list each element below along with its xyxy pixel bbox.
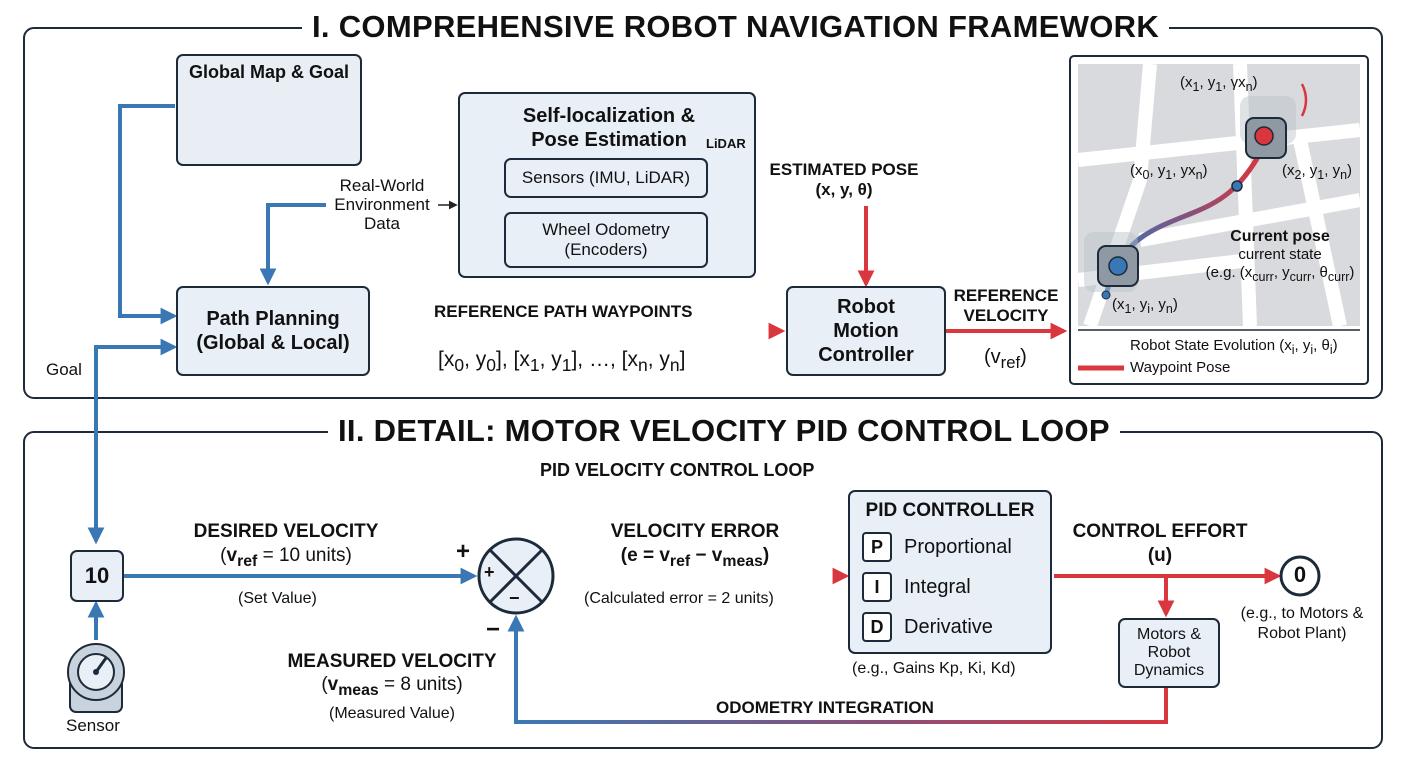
reference-velocity-label: REFERENCE VELOCITY (953, 286, 1059, 325)
control-effort-block: CONTROL EFFORT (u) (1070, 520, 1250, 568)
velocity-error-note: (Calculated error = 2 units) (584, 590, 774, 607)
legend-state-label: Robot State Evolution (xi, yi, θi) (1130, 337, 1338, 357)
robot-start-icon (1084, 232, 1139, 300)
control-effort-label: CONTROL EFFORT (1072, 521, 1248, 542)
goal-label: Goal (46, 360, 82, 379)
set-value-node: 10 (70, 550, 124, 602)
pid-title: PID CONTROLLER (865, 500, 1035, 521)
measured-velocity-formula: (vmeas = 8 units) (321, 674, 463, 699)
current-state-example: (e.g. (xcurr, ycurr, θcurr) (1205, 264, 1355, 284)
map-to-planning-arrow (118, 104, 178, 325)
measured-velocity-label: MEASURED VELOCITY (287, 651, 497, 672)
motion-controller-box: Robot Motion Controller (786, 286, 946, 376)
sensor-gauge-icon (67, 643, 125, 713)
measured-velocity-note: (Measured Value) (329, 704, 455, 722)
real-world-label: Real-World Environment Data (334, 176, 430, 233)
pid-letter-i: I (862, 572, 892, 602)
robot-current-icon (1231, 83, 1308, 192)
sensors-box: Sensors (IMU, LiDAR) (504, 158, 708, 198)
desired-velocity-formula: (vref = 10 units) (220, 545, 352, 570)
feedback-loop-arrow (507, 614, 1168, 724)
pid-letter-p: P (862, 532, 892, 562)
lidar-label: LiDAR (706, 136, 746, 151)
pid-loop-subtitle: PID VELOCITY CONTROL LOOP (540, 460, 815, 480)
estimated-pose-value: (x, y, θ) (815, 180, 873, 199)
global-map-label: Global Map & Goal (188, 62, 349, 82)
pid-name-i: Integral (904, 575, 971, 598)
legend-state-text: Robot State Evolution (1130, 337, 1276, 354)
velocity-error-block: VELOCITY ERROR (e = vref − vmeas) (588, 520, 802, 574)
current-pose-label: Current pose current state (e.g. (xcurr,… (1196, 228, 1364, 286)
inset-label-x0: (x0, y1, yxn) (1130, 162, 1208, 182)
global-map-box: Global Map & Goal (176, 54, 362, 166)
output-note: (e.g., to Motors & Robot Plant) (1240, 605, 1364, 642)
environment-to-planning-arrow (259, 203, 326, 286)
velocity-error-label: VELOCITY ERROR (610, 521, 780, 542)
desired-velocity-label: DESIRED VELOCITY (193, 521, 379, 542)
estimated-pose-title: ESTIMATED POSE (769, 160, 919, 179)
pid-term-i: I Integral (862, 572, 1038, 602)
pid-gains-note: (e.g., Gains Kp, Ki, Kd) (852, 660, 1016, 677)
wheel-odometry-box: Wheel Odometry (Encoders) (504, 212, 708, 268)
odometry-integration-label: ODOMETRY INTEGRATION (716, 698, 934, 717)
minus-sign: − (486, 616, 501, 643)
pid-term-p: P Proportional (862, 532, 1038, 562)
velocity-error-formula: (e = vref − vmeas) (620, 545, 770, 570)
inset-label-xi: (x1, yi, yn) (1112, 296, 1178, 316)
junction-minus: − (509, 588, 520, 608)
control-effort-symbol: (u) (1147, 545, 1173, 566)
pid-term-d: D Derivative (862, 612, 1038, 642)
reference-velocity-symbol: (vref) (984, 346, 1027, 372)
summing-junction (477, 537, 555, 615)
output-node-circle (1279, 555, 1321, 597)
pid-controller-box: PID CONTROLLER P Proportional I Integral D… (848, 490, 1052, 654)
localization-box: Self-localization & Pose Estimation LiDA… (458, 92, 756, 278)
section1-title: I. COMPREHENSIVE ROBOT NAVIGATION FRAMEW… (302, 9, 1170, 45)
pid-name-p: Proportional (904, 535, 1012, 558)
sensor-label: Sensor (66, 716, 120, 735)
pid-letter-d: D (862, 612, 892, 642)
section2-title: II. DETAIL: MOTOR VELOCITY PID CONTROL L… (328, 413, 1120, 449)
plus-sign: + (456, 538, 471, 565)
desired-velocity-note: (Set Value) (238, 590, 317, 607)
motors-box: Motors & Robot Dynamics (1118, 618, 1220, 688)
inset-label-xn: (x1, y1, γxn) (1180, 74, 1258, 94)
legend-waypoint-label: Waypoint Pose (1130, 359, 1231, 376)
path-planning-box: Path Planning (Global & Local) (176, 286, 370, 376)
waypoints-formula: [x0, y0], [x1, y1], …, [xn, yn] (438, 348, 686, 376)
goal-arrow (94, 338, 178, 540)
junction-plus: + (484, 562, 495, 582)
current-state-text: current state (1238, 246, 1322, 263)
inset-label-x2: (x2, y1, yn) (1282, 162, 1353, 182)
output-node-value: 0 (1293, 562, 1307, 587)
current-pose-title: Current pose (1230, 228, 1330, 245)
desired-velocity-block: DESIRED VELOCITY (vref = 10 units) (176, 520, 396, 574)
estimated-pose-label: ESTIMATED POSE (x, y, θ) (764, 160, 924, 200)
localization-title: Self-localization & Pose Estimation (522, 105, 696, 151)
measured-velocity-block: MEASURED VELOCITY (vmeas = 8 units) (Mea… (278, 650, 506, 725)
waypoints-label: REFERENCE PATH WAYPOINTS (434, 302, 693, 321)
pid-name-d: Derivative (904, 615, 993, 638)
inset-map (1069, 55, 1369, 385)
